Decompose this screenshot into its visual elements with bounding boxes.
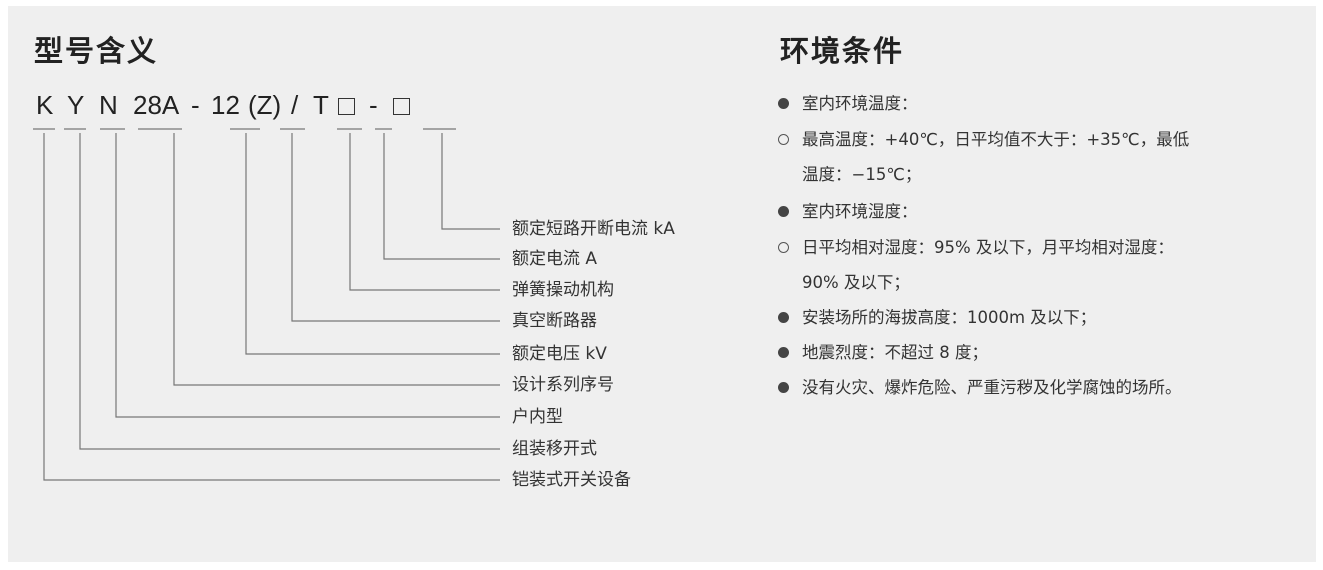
code-placeholder-box-current: [338, 98, 355, 115]
env-item-text: 安装场所的海拔高度：1000m 及以下；: [802, 308, 1097, 327]
meaning-rated-voltage: 额定电压 kV: [512, 344, 607, 364]
meaning-armored-switchgear: 铠装式开关设备: [512, 470, 631, 490]
connector-armored: [43, 133, 500, 481]
meaning-series-number: 设计系列序号: [512, 375, 614, 395]
filled-bullet-icon: [778, 382, 789, 393]
code-part-k: K: [36, 90, 54, 120]
connector-rated-current: [383, 133, 500, 260]
meaning-withdrawable: 组装移开式: [512, 439, 597, 459]
meaning-vacuum-breaker: 真空断路器: [512, 311, 597, 331]
environment-conditions-title: 环境条件: [780, 34, 905, 68]
hollow-bullet-icon: [778, 242, 789, 253]
code-part-slash: /: [291, 90, 299, 120]
filled-bullet-icon: [778, 347, 789, 358]
code-part-y: Y: [67, 90, 85, 120]
meaning-rated-current: 额定电流 A: [512, 249, 598, 269]
env-item-text: 温度：−15℃；: [802, 165, 922, 184]
meaning-breaking-current: 额定短路开断电流 kA: [512, 219, 675, 239]
env-item-text: 室内环境湿度：: [802, 202, 918, 221]
filled-bullet-icon: [778, 98, 789, 109]
env-item-text: 90% 及以下；: [802, 273, 910, 292]
env-item-text: 日平均相对湿度：95% 及以下，月平均相对湿度：: [802, 238, 1174, 257]
connector-breaking-current: [441, 133, 500, 230]
code-placeholder-box-breaking: [393, 98, 410, 115]
filled-bullet-icon: [778, 206, 789, 217]
connector-indoor: [115, 133, 500, 418]
meaning-indoor-type: 户内型: [512, 407, 563, 427]
code-part-n: N: [99, 90, 118, 120]
code-part-dash-2: -: [369, 90, 378, 120]
meaning-spring-mechanism: 弹簧操动机构: [512, 280, 614, 300]
env-item-text: 最高温度：+40℃，日平均值不大于：+35℃，最低: [802, 130, 1190, 149]
connector-rated-voltage: [245, 133, 500, 355]
filled-bullet-icon: [778, 312, 789, 323]
connector-series: [173, 133, 500, 386]
env-item-text: 地震烈度：不超过 8 度；: [802, 343, 988, 362]
connector-withdrawable: [79, 133, 500, 450]
code-part-voltage: 12: [211, 90, 240, 120]
connector-spring-mechanism: [349, 133, 500, 291]
code-part-dash-1: -: [191, 90, 200, 120]
env-item-text: 没有火灾、爆炸危险、严重污秽及化学腐蚀的场所。: [802, 378, 1182, 397]
hollow-bullet-icon: [778, 134, 789, 145]
code-part-series: 28A: [133, 90, 180, 120]
code-part-t: T: [313, 90, 329, 120]
model-meaning-title: 型号含义: [34, 34, 159, 68]
connector-vacuum-breaker: [291, 133, 500, 322]
env-item-text: 室内环境温度：: [802, 94, 918, 113]
code-part-z: (Z): [248, 90, 282, 120]
content-panel: [8, 6, 1316, 562]
